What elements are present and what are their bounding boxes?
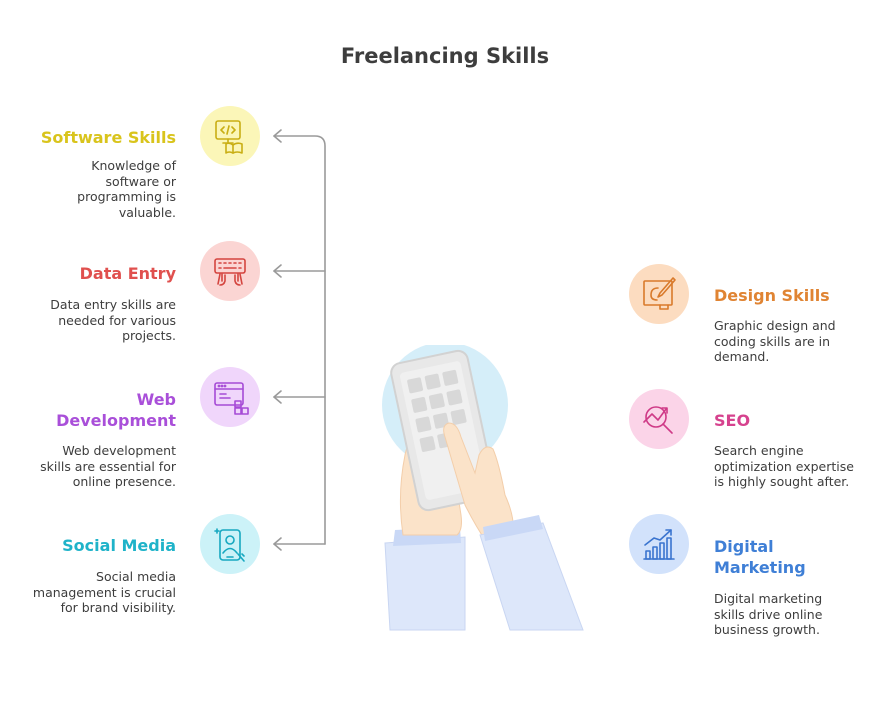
desc-line: Social media [96,569,176,584]
title-line: Web [136,390,176,409]
phone-user-icon [214,528,245,562]
connector-trunk [273,135,326,545]
web-development-circle [200,367,260,427]
desc-line: coding skills are in [714,333,830,349]
desc-line: business growth. [714,622,820,637]
software-skills-description: Knowledge of software or programming is … [77,158,176,220]
title-line: Development [56,411,176,430]
desc-line: is highly sought after. [714,474,850,489]
magnifier-trend-icon [643,406,673,434]
desc-line: Digital marketing [714,591,823,606]
growth-chart-icon [643,529,675,560]
seo-description: Search engine optimization expertise is … [714,443,854,490]
desc-line: for brand visibility. [60,600,176,615]
keyboard-hands-icon [214,258,246,286]
desc-line: Graphic design and [714,318,836,333]
desc-line: skills are essential for [40,458,176,474]
title-line: Marketing [714,558,806,577]
desc-line: software or [105,173,176,189]
desc-line: skills drive online [714,606,823,622]
page-title: Freelancing Skills [340,44,550,68]
desc-line: projects. [122,328,176,343]
data-entry-circle [200,241,260,301]
hands-phone-illustration [382,345,584,631]
desc-line: Knowledge of [91,158,176,173]
arrowhead-web [273,390,282,404]
browser-window-icon [214,382,249,415]
desc-line: programming is [77,189,176,204]
digital-marketing-circle [629,514,689,574]
pen-tablet-icon [643,277,676,310]
software-skills-circle [200,106,260,166]
arrowhead-social [273,537,282,551]
arrowhead-data-entry [273,264,282,278]
desc-line: online presence. [72,474,176,489]
data-entry-description: Data entry skills are needed for various… [50,297,176,344]
desc-line: demand. [714,349,770,364]
digital-marketing-description: Digital marketing skills drive online bu… [714,591,822,638]
social-media-circle [200,514,260,574]
data-entry-title: Data Entry [79,264,176,283]
web-development-title: Web Development [56,389,176,431]
desc-line: valuable. [118,204,176,220]
desc-line: needed for various [58,312,176,328]
desc-line: management is crucial [32,584,176,600]
code-book-icon [215,120,243,154]
design-skills-description: Graphic design and coding skills are in … [714,318,836,365]
arrowhead-software [273,129,282,143]
seo-circle [629,389,689,449]
social-media-title: Social Media [62,536,176,555]
desc-line: Data entry skills are [50,297,176,312]
title-line: Digital [714,537,774,556]
desc-line: optimization expertise [714,458,854,474]
design-skills-circle [629,264,689,324]
seo-title: SEO [714,411,751,430]
social-media-description: Social media management is crucial for b… [33,569,176,616]
desc-line: Web development [62,443,176,458]
design-skills-title: Design Skills [714,286,830,305]
software-skills-title: Software Skills [40,128,176,147]
digital-marketing-title: Digital Marketing [714,536,806,578]
web-development-description: Web development skills are essential for… [40,443,176,490]
desc-line: Search engine [714,443,804,458]
